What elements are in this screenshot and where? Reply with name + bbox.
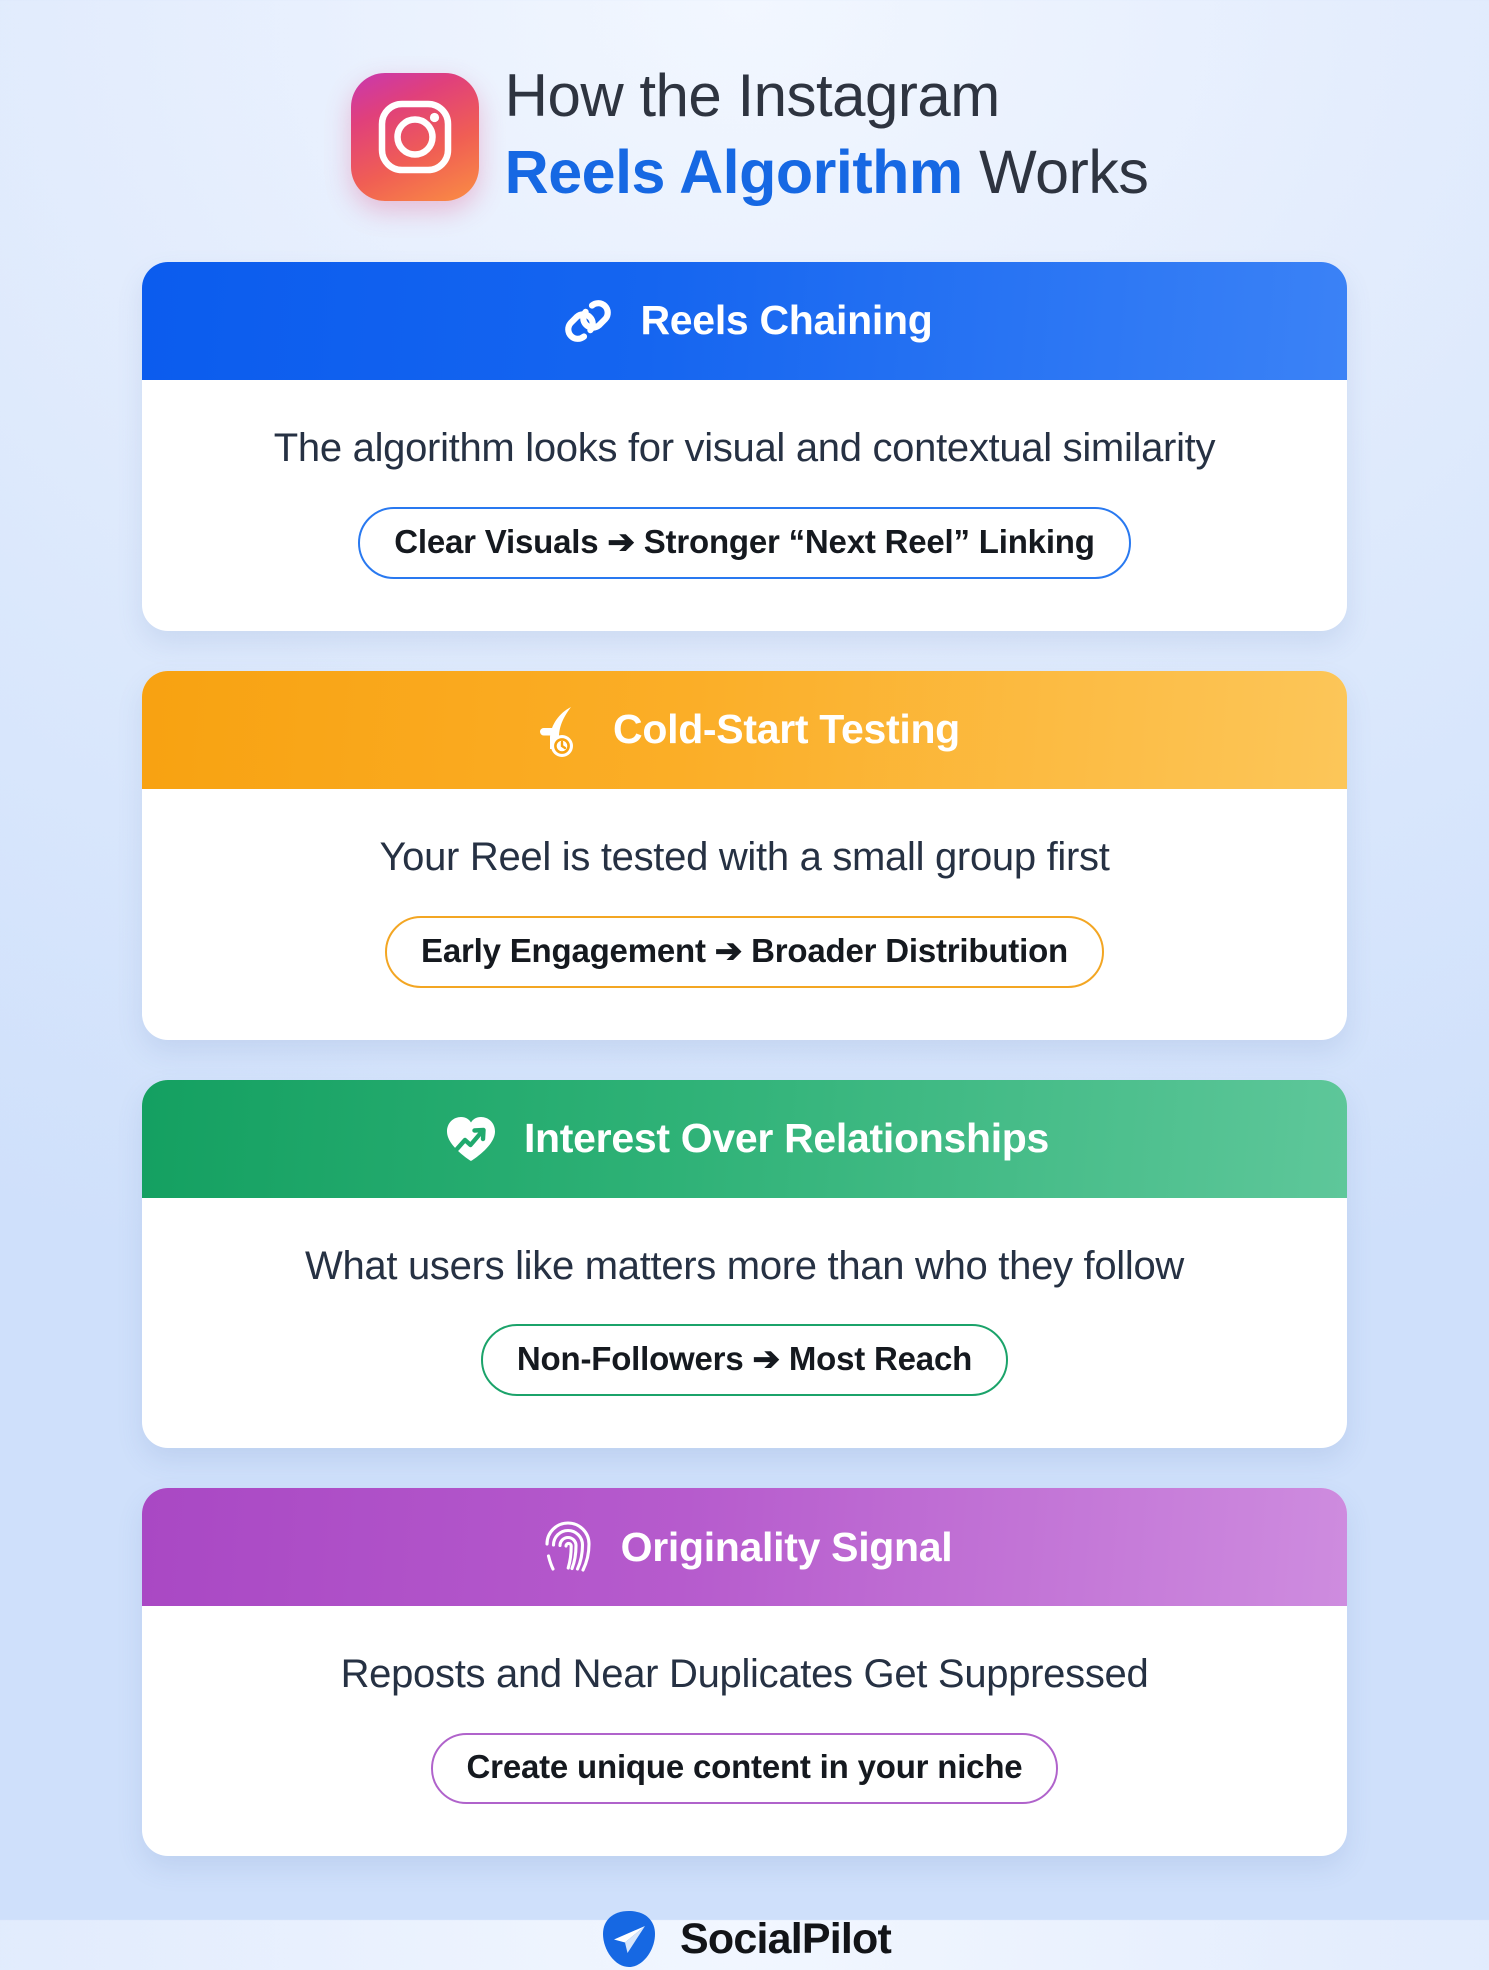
- cards-list: Reels Chaining The algorithm looks for v…: [142, 212, 1347, 1857]
- card-pill-badge[interactable]: Early Engagement ➔ Broader Distribution: [385, 915, 1104, 988]
- card-title: Interest Over Relationships: [523, 1115, 1050, 1162]
- card-body: Your Reel is tested with a small group f…: [142, 789, 1347, 1040]
- card-description: Reposts and Near Duplicates Get Suppress…: [340, 1652, 1149, 1697]
- page-title: How the Instagram Reels Algorithm Works: [505, 62, 1149, 212]
- socialpilot-wordmark: SocialPilot: [679, 1914, 892, 1963]
- instagram-icon: [350, 72, 479, 201]
- card-description: Your Reel is tested with a small group f…: [379, 834, 1110, 879]
- page-header: How the Instagram Reels Algorithm Works: [0, 0, 1489, 212]
- card-description: The algorithm looks for visual and conte…: [273, 425, 1216, 470]
- card-cold-start-testing[interactable]: Cold-Start Testing Your Reel is tested w…: [142, 670, 1347, 1040]
- card-body: What users like matters more than who th…: [142, 1198, 1347, 1449]
- card-title: Cold-Start Testing: [613, 706, 960, 753]
- card-title: Originality Signal: [620, 1523, 953, 1570]
- card-originality-signal[interactable]: Originality Signal Reposts and Near Dupl…: [142, 1488, 1347, 1857]
- card-header: Cold-Start Testing: [142, 670, 1347, 789]
- card-body: The algorithm looks for visual and conte…: [142, 380, 1347, 631]
- card-title: Reels Chaining: [640, 297, 933, 344]
- card-pill-badge[interactable]: Non-Followers ➔ Most Reach: [480, 1324, 1009, 1397]
- card-header: Reels Chaining: [142, 261, 1347, 380]
- title-line-one: How the Instagram: [504, 62, 1001, 129]
- card-header: Originality Signal: [142, 1488, 1347, 1607]
- heart-trending-icon: [440, 1108, 502, 1170]
- title-suffix: Works: [962, 138, 1149, 207]
- title-line-two: Reels Algorithm Works: [505, 137, 1149, 208]
- footer-branding: SocialPilot: [0, 1908, 1489, 1970]
- rocket-clock-icon: [529, 699, 591, 761]
- socialpilot-paper-plane-icon: [598, 1908, 660, 1970]
- card-description: What users like matters more than who th…: [305, 1243, 1184, 1288]
- fingerprint-icon: [537, 1516, 599, 1578]
- card-body: Reposts and Near Duplicates Get Suppress…: [142, 1606, 1347, 1856]
- chain-link-icon: [557, 290, 619, 352]
- title-accent: Reels Algorithm: [504, 138, 963, 207]
- card-interest-over-relationships[interactable]: Interest Over Relationships What users l…: [142, 1079, 1347, 1449]
- card-pill-badge[interactable]: Create unique content in your niche: [430, 1733, 1059, 1805]
- card-reels-chaining[interactable]: Reels Chaining The algorithm looks for v…: [142, 261, 1347, 631]
- card-pill-badge[interactable]: Clear Visuals ➔ Stronger “Next Reel” Lin…: [358, 506, 1131, 579]
- card-header: Interest Over Relationships: [142, 1079, 1347, 1198]
